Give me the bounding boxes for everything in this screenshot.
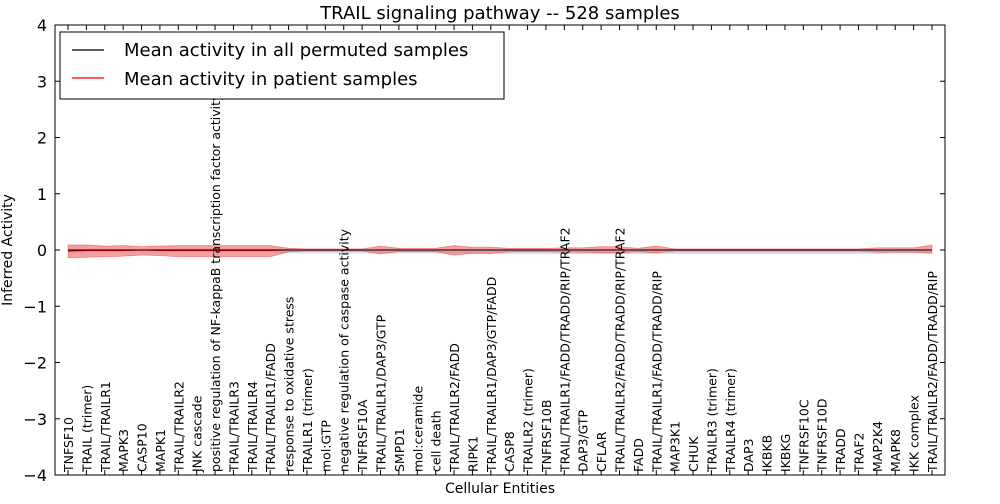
- y-axis-label: Inferred Activity: [0, 194, 16, 306]
- x-tick-label: TRAIL/TRAILR3: [226, 381, 241, 473]
- x-tick-label: TRAIL/TRAILR2/FADD/TRADD/RIP/TRAF2: [612, 227, 627, 473]
- x-tick-label: TNFSF10: [61, 417, 76, 473]
- x-tick-label: TRAIL/TRAILR1/DAP3/GTP: [374, 314, 389, 473]
- x-tick-label: TRAIL/TRAILR1/FADD/TRADD/RIP: [649, 271, 664, 473]
- x-tick-label: TRAIL/TRAILR2/FADD/TRADD/RIP: [925, 271, 940, 473]
- x-tick-label: TRAILR2 (trimer): [521, 368, 536, 473]
- x-tick-label: TRAIL/TRAILR1: [98, 381, 113, 473]
- x-tick-label: TNFRSF10A: [355, 399, 370, 473]
- legend: Mean activity in all permuted samples Me…: [59, 31, 505, 100]
- x-tick-label: MAP2K4: [870, 421, 885, 472]
- x-tick-label: TNFRSF10D: [815, 398, 830, 473]
- x-tick-label: TNFRSF10B: [539, 400, 554, 473]
- x-tick-label: FADD: [631, 438, 646, 472]
- x-tick-label: IKBKG: [778, 434, 793, 472]
- x-axis: [67, 25, 933, 475]
- x-tick-label: SMPD1: [392, 428, 407, 472]
- x-tick-label: TRAIL/TRAILR1/DAP3/GTP/FADD: [484, 277, 499, 473]
- x-tick-label: MAPK3: [116, 429, 131, 472]
- x-tick-label: TNFRSF10C: [796, 399, 811, 473]
- x-tick-label: CASP8: [502, 431, 517, 472]
- x-tick-label: positive regulation of NF-kappaB transcr…: [208, 93, 223, 472]
- x-tick-label: TRADD: [833, 428, 848, 473]
- y-tick-label: 0: [37, 241, 47, 260]
- y-tick-label: 2: [37, 129, 47, 148]
- x-tick-label: MAP3K1: [668, 421, 683, 472]
- x-tick-label: TRAILR4 (trimer): [723, 368, 738, 473]
- x-tick-label: TRAILR1 (trimer): [300, 368, 315, 473]
- y-axis: −4 −3 −2 −1 0 1 2 3 4: [23, 16, 945, 485]
- x-tick-label: CHUK: [686, 436, 701, 472]
- y-tick-label: −1: [23, 297, 47, 316]
- x-tick-label: JNK cascade: [190, 395, 205, 473]
- x-tick-label: CFLAR: [594, 431, 609, 472]
- y-tick-label: 3: [37, 72, 47, 91]
- y-tick-label: 4: [37, 16, 47, 35]
- x-tick-label: DAP3/GTP: [576, 409, 591, 472]
- x-tick-label: TRAF2: [851, 432, 866, 473]
- x-tick-label: CASP10: [135, 423, 150, 472]
- x-tick-label: cell death: [429, 410, 444, 472]
- x-axis-label: Cellular Entities: [445, 481, 555, 497]
- y-tick-label: −2: [23, 354, 47, 373]
- x-tick-label: MAPK8: [888, 429, 903, 472]
- x-tick-label: TRAIL/TRAILR1/FADD: [263, 343, 278, 473]
- x-tick-label: IKK complex: [907, 395, 922, 472]
- x-tick-label: RIPK1: [465, 436, 480, 472]
- chart-title: TRAIL signaling pathway -- 528 samples: [319, 3, 680, 24]
- y-tick-label: 1: [37, 185, 47, 204]
- x-tick-label: response to oxidative stress: [282, 297, 297, 472]
- x-tick-label: MAPK1: [153, 429, 168, 472]
- x-tick-label: mol:ceramide: [410, 386, 425, 472]
- x-tick-label: IKBKB: [760, 435, 775, 472]
- legend-label-patient: Mean activity in patient samples: [124, 69, 418, 90]
- x-tick-label: negative regulation of caspase activity: [337, 228, 352, 472]
- x-tick-label: mol:GTP: [318, 420, 333, 472]
- x-tick-label: DAP3: [741, 439, 756, 472]
- patient-samples-band: [67, 244, 933, 259]
- x-tick-label: TRAIL/TRAILR2: [171, 381, 186, 473]
- lines-layer: [67, 249, 932, 252]
- legend-label-permuted: Mean activity in all permuted samples: [124, 40, 468, 61]
- x-tick-label: TRAIL (trimer): [79, 385, 94, 473]
- x-tick-label: TRAIL/TRAILR1/FADD/TRADD/RIP/TRAF2: [557, 227, 572, 473]
- x-tick-label: TRAILR3 (trimer): [704, 368, 719, 473]
- y-tick-label: −3: [23, 410, 47, 429]
- x-tick-label: TRAIL/TRAILR4: [245, 381, 260, 473]
- legend-box: [59, 31, 505, 100]
- bands-layer: [67, 244, 933, 259]
- y-tick-label: −4: [23, 466, 47, 485]
- x-tick-label: TRAIL/TRAILR2/FADD: [447, 343, 462, 473]
